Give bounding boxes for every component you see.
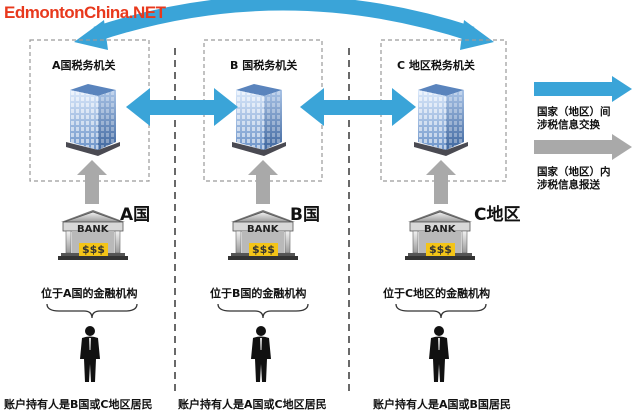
tax-building-icon-a: [66, 84, 120, 156]
account-holder-icon-a: [80, 326, 100, 382]
legend-domestic-label: 国家（地区）内 涉税信息报送: [537, 166, 611, 192]
legend-exchange-line1: 国家（地区）间: [537, 106, 611, 118]
exchange-arrow-b-c: [300, 88, 416, 126]
bank-sign-c: BANK: [424, 224, 456, 235]
brace-c: [395, 303, 487, 319]
legend-domestic-line1: 国家（地区）内: [537, 166, 611, 178]
tax-building-icon-b: [232, 84, 286, 156]
watermark-text: EdmontonChina.NET: [4, 3, 166, 22]
bank-sign-a: BANK: [77, 224, 109, 235]
institution-label-c: 位于C地区的金融机构: [383, 287, 491, 300]
brace-a: [46, 303, 138, 319]
bank-sign-b: BANK: [247, 224, 279, 235]
authority-label-a: A国税务机关: [52, 59, 116, 72]
authority-label-b: B 国税务机关: [230, 59, 298, 72]
legend-domestic-line2: 涉税信息报送: [537, 179, 600, 191]
legend-exchange-line2: 涉税信息交换: [537, 119, 600, 131]
bank-money-c: $$$: [426, 243, 455, 256]
holder-label-a: 账户持有人是B国或C地区居民: [4, 398, 153, 411]
holder-label-c: 账户持有人是A国或B国居民: [373, 398, 511, 411]
report-arrow-b: [248, 160, 278, 204]
authority-label-c: C 地区税务机关: [397, 59, 475, 72]
jurisdiction-label-b: B国: [290, 205, 320, 225]
bank-money-a: $$$: [79, 243, 108, 256]
legend-exchange-label: 国家（地区）间 涉税信息交换: [537, 106, 611, 132]
bank-money-b: $$$: [249, 243, 278, 256]
institution-label-a: 位于A国的金融机构: [41, 287, 138, 300]
tax-building-icon-c: [414, 84, 468, 156]
brace-b: [217, 303, 309, 319]
account-holder-icon-c: [429, 326, 449, 382]
top-exchange-arrow: [74, 0, 494, 50]
jurisdiction-label-a: A国: [120, 205, 151, 225]
exchange-arrow-a-b: [126, 88, 238, 126]
account-holder-icon-b: [251, 326, 271, 382]
institution-label-b: 位于B国的金融机构: [210, 287, 307, 300]
jurisdiction-label-c: C地区: [474, 205, 521, 225]
report-arrow-a: [77, 160, 107, 204]
holder-label-b: 账户持有人是A国或C地区居民: [178, 398, 327, 411]
legend-domestic-arrow: [534, 134, 632, 160]
report-arrow-c: [426, 160, 456, 204]
legend-exchange-arrow: [534, 76, 632, 102]
